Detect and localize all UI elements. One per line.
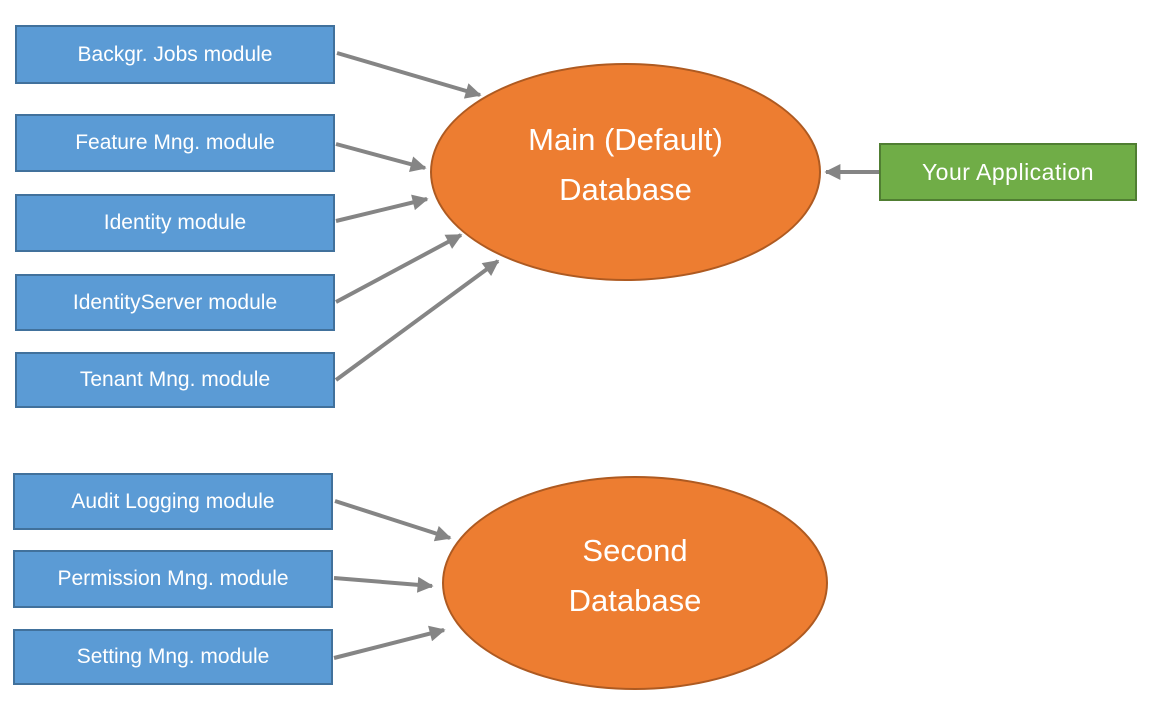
module-label: IdentityServer module bbox=[72, 290, 278, 314]
arrow-permission-mng-to-second-db bbox=[333, 576, 434, 593]
module-box-audit-logging: Audit Logging module bbox=[13, 473, 333, 530]
database-main-title-line1: Main (Default) bbox=[528, 122, 723, 157]
database-main-ellipse: Main (Default) Database bbox=[430, 63, 821, 281]
arrow-feature-mng-to-main-db bbox=[335, 142, 427, 172]
module-box-permission-mng: Permission Mng. module bbox=[13, 550, 333, 608]
module-label: Tenant Mng. module bbox=[79, 368, 271, 391]
database-second-title-line2: Database bbox=[568, 583, 702, 618]
module-box-setting-mng: Setting Mng. module bbox=[13, 629, 333, 685]
arrow-backgr-jobs-to-main-db bbox=[336, 51, 482, 99]
module-box-backgr-jobs: Backgr. Jobs module bbox=[15, 25, 335, 84]
module-label: Audit Logging module bbox=[71, 489, 275, 513]
module-label: Feature Mng. module bbox=[75, 131, 275, 154]
module-label: Backgr. Jobs module bbox=[77, 42, 273, 66]
arrow-identity-to-main-db bbox=[335, 194, 429, 223]
module-box-identityserver: IdentityServer module bbox=[15, 274, 335, 331]
module-box-identity: Identity module bbox=[15, 194, 335, 252]
module-box-feature-mng: Feature Mng. module bbox=[15, 114, 335, 172]
arrow-tenant-mng-to-main-db bbox=[334, 259, 500, 382]
arrow-identityserver-to-main-db bbox=[335, 233, 463, 304]
module-box-tenant-mng: Tenant Mng. module bbox=[15, 352, 335, 408]
database-main-title-line2: Database bbox=[559, 172, 692, 207]
module-label: Permission Mng. module bbox=[57, 567, 289, 590]
database-second-ellipse: Second Database bbox=[442, 476, 828, 690]
database-second-title-line1: Second bbox=[582, 533, 688, 568]
arrow-audit-logging-to-second-db bbox=[334, 499, 452, 542]
your-application-box: Your Application bbox=[879, 143, 1137, 201]
your-application-label: Your Application bbox=[921, 158, 1095, 185]
module-label: Setting Mng. module bbox=[76, 645, 270, 668]
module-label: Identity module bbox=[103, 211, 247, 234]
arrow-setting-mng-to-second-db bbox=[333, 625, 446, 660]
